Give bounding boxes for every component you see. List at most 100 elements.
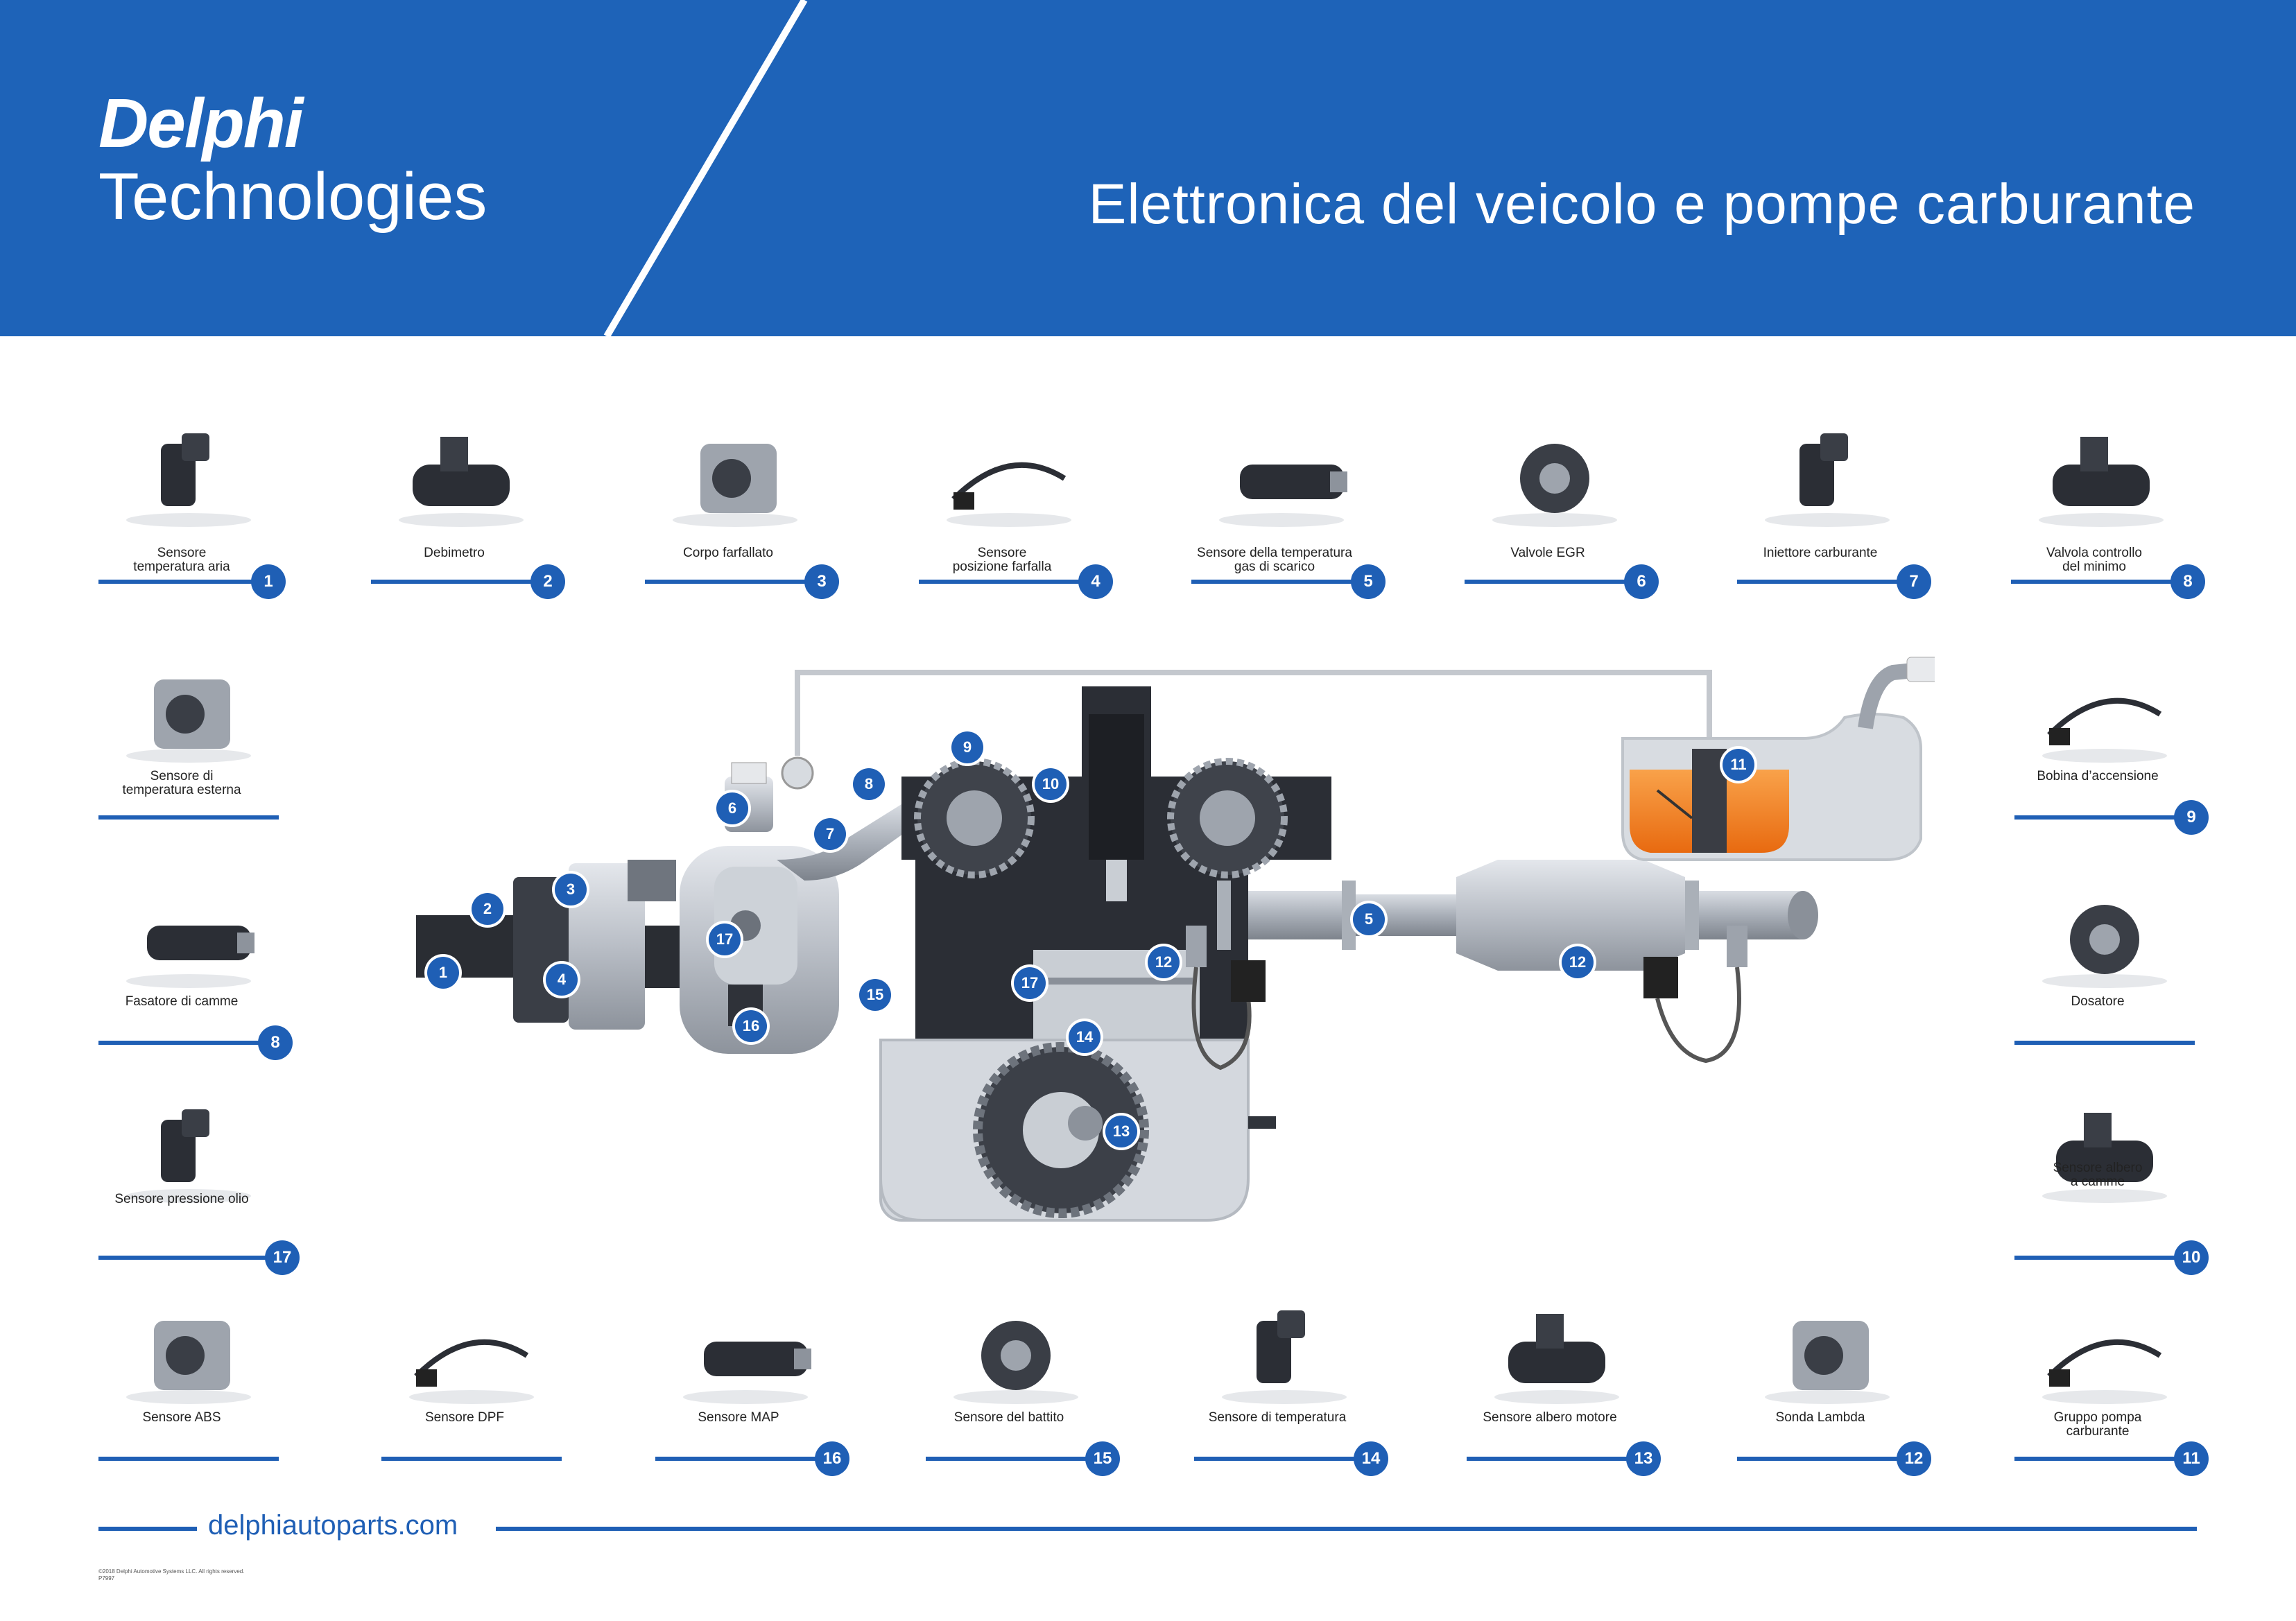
diagram-callout-4[interactable]: 4 [546,964,578,996]
page-title: Elettronica del veicolo e pompe carburan… [1088,173,2195,236]
part-number-badge: 2 [530,564,565,599]
part-image [1194,1293,1374,1411]
part-card-15[interactable]: Sensore ABS [98,1293,279,1461]
diagram-callout-9[interactable]: 9 [951,731,983,763]
diagram-callout-7[interactable]: 7 [814,818,846,850]
fuel-pump-module [1692,749,1727,853]
part-card-16[interactable]: Sensore DPF [381,1293,562,1461]
part-underline [2014,815,2195,820]
header-background [0,0,2296,336]
part-label: Sensore MAP [698,1410,779,1425]
part-card-9[interactable]: Sensore di temperatura esterna [98,652,279,820]
part-number-badge: 7 [1897,564,1931,599]
part-label: Valvola controllo del minimo [2046,546,2142,574]
part-underline [1191,580,1372,584]
exhaust-manifold [1248,891,1345,939]
diagram-callout-5[interactable]: 5 [1353,903,1385,935]
lambda-connector-rear [1643,957,1678,998]
diagram-callout-15[interactable]: 15 [859,979,891,1011]
part-underline [1465,580,1645,584]
diagram-callout-17[interactable]: 17 [709,924,741,955]
diagram-callout-14[interactable]: 14 [1069,1021,1100,1053]
part-label: Corpo farfallato [683,546,773,560]
egr-cap [731,762,767,784]
part-underline [2011,580,2191,584]
map-sensor-icon [683,1342,811,1404]
diagram-callout-10[interactable]: 10 [1035,768,1067,800]
part-card-5[interactable]: Sensore della temperatura gas di scarico… [1191,416,1386,599]
lambda-cable-rear [1655,966,1741,1064]
part-number-badge: 14 [1354,1441,1388,1476]
part-label: Sensore della temperatura gas di scarico [1197,546,1352,574]
logo-line-2: Technologies [98,159,487,234]
part-label: Sensore albero motore [1483,1410,1617,1425]
part-image [381,1293,562,1411]
part-number-badge: 5 [1351,564,1386,599]
part-underline [926,1457,1106,1461]
cam-hub-right [1200,790,1255,846]
logo-line-1: Delphi [98,85,304,162]
copyright-text: ©2018 Delphi Automotive Systems LLC. All… [98,1568,245,1581]
delphi-logo[interactable]: Delphi Technologies [98,89,487,232]
part-underline [2014,1041,2195,1045]
part-label: Sensore del battito [953,1410,1064,1425]
part-number-badge: 13 [1626,1441,1661,1476]
part-card-12[interactable]: Dosatore [2014,877,2195,1045]
diagram-callout-3[interactable]: 3 [555,874,587,905]
diagram-callout-17[interactable]: 17 [1014,967,1046,999]
part-underline [371,580,551,584]
engine-diagram-svg [416,657,1942,1222]
part-label: Sensore pressione olio [114,1192,249,1206]
footer-url[interactable]: delphiautoparts.com [208,1510,458,1541]
part-card-20[interactable]: Sensore albero motore 13 [1467,1293,1661,1476]
diagram-callout-6[interactable]: 6 [716,792,748,824]
idle-valve-icon [2039,437,2164,527]
ignition-coil-icon [2042,697,2167,763]
diagram-callout-2[interactable]: 2 [472,893,503,925]
part-image [926,1293,1106,1411]
diagram-callout-13[interactable]: 13 [1105,1116,1137,1147]
part-number-badge: 3 [804,564,839,599]
part-number-badge: 12 [1897,1441,1931,1476]
part-number-badge: 11 [2174,1441,2209,1476]
part-underline [1737,580,1917,584]
part-underline [1737,1457,1917,1461]
diagram-callout-16[interactable]: 16 [735,1010,767,1042]
diagram-callout-11[interactable]: 11 [1723,749,1754,781]
temp-sensor-icon [1222,1310,1347,1404]
part-image [1737,1293,1917,1411]
diagram-callout-8[interactable]: 8 [853,768,885,800]
part-underline [98,815,279,820]
diagram-callout-12[interactable]: 12 [1148,946,1180,978]
mass-airflow-icon [399,437,524,527]
intake-runner [777,804,915,881]
header-banner: Delphi Technologies Elettronica del veic… [0,0,2296,336]
part-number-badge: 1 [251,564,286,599]
part-image [98,877,279,995]
part-label: Sensore ABS [142,1410,221,1425]
diagram-callout-1[interactable]: 1 [427,957,459,989]
cam-hub-left [947,790,1002,846]
piston-ring [1040,978,1193,985]
diagram-callout-12[interactable]: 12 [1562,946,1594,978]
part-underline [98,1041,279,1045]
part-card-3[interactable]: Corpo farfallato 3 [645,416,839,599]
part-image [98,652,279,770]
part-image [98,1092,279,1210]
